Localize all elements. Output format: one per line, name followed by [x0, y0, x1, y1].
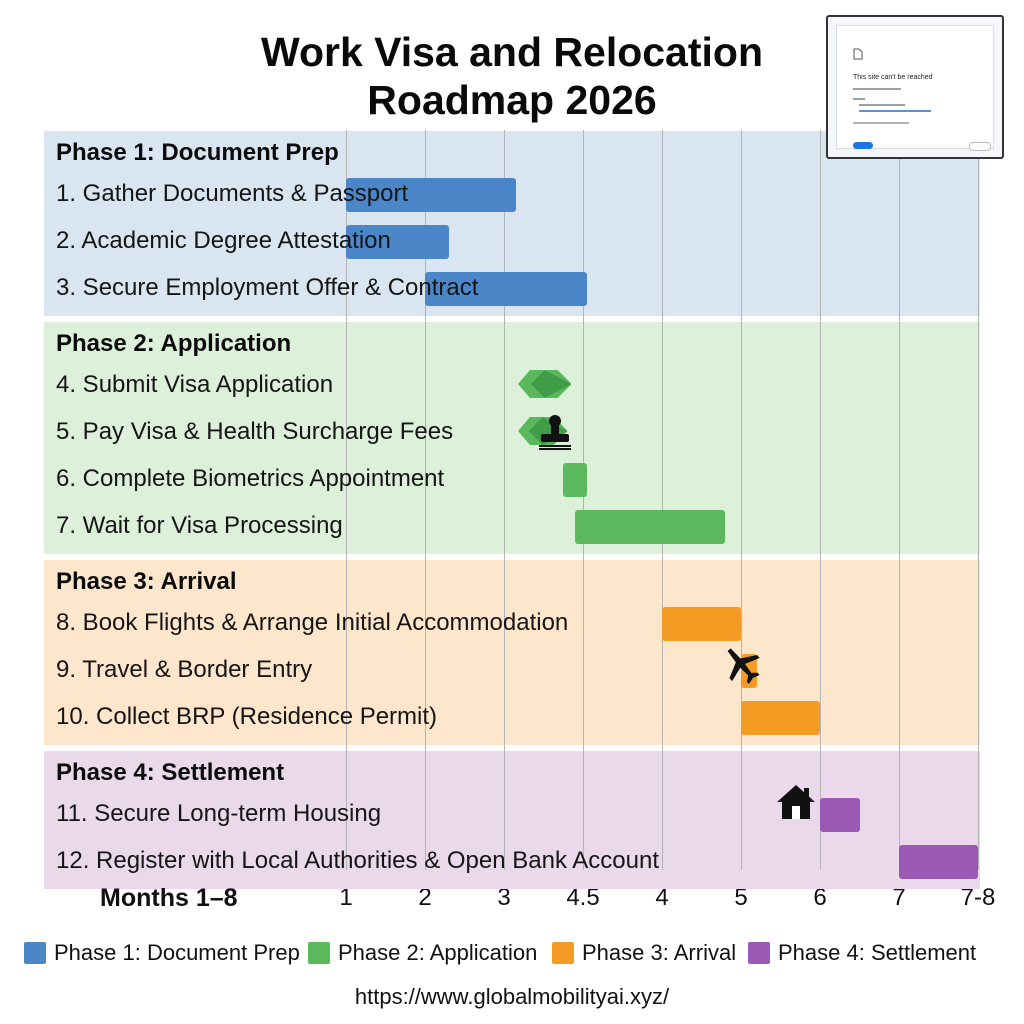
- thumbnail-heading: This site can't be reached: [853, 74, 933, 81]
- x-axis-title: Months 1–8: [100, 884, 238, 912]
- house-icon: [777, 785, 815, 819]
- legend-label: Phase 2: Application: [338, 940, 538, 965]
- legend-label: Phase 1: Document Prep: [54, 940, 300, 965]
- gridline: [346, 130, 347, 870]
- task-label: 12. Register with Local Authorities & Op…: [56, 847, 660, 874]
- details-button[interactable]: [969, 142, 991, 151]
- phase-band: Phase 2: Application: [44, 321, 980, 554]
- legend-item: Phase 3: Arrival: [552, 938, 736, 968]
- reload-button[interactable]: [853, 142, 873, 149]
- task-label: 11. Secure Long-term Housing: [56, 800, 382, 827]
- task-label: 8. Book Flights & Arrange Initial Accomm…: [56, 609, 569, 636]
- gridline: [820, 130, 821, 870]
- airplane-icon: [727, 648, 760, 685]
- task-label: 10. Collect BRP (Residence Permit): [56, 703, 438, 730]
- legend-swatch: [552, 942, 574, 964]
- task-bar[interactable]: [575, 510, 726, 544]
- task-bar[interactable]: [346, 225, 449, 259]
- chart-title: Work Visa and Relocation Roadmap 2026: [260, 29, 763, 123]
- thumbnail-text-line: [853, 98, 865, 100]
- phase-band: Phase 1: Document Prep: [44, 130, 980, 316]
- thumbnail-text-line: [853, 122, 909, 124]
- legend-item: Phase 4: Settlement: [748, 938, 976, 968]
- legend-swatch: [308, 942, 330, 964]
- stamp-icon: [539, 415, 571, 450]
- legend-swatch: [748, 942, 770, 964]
- task-label: 6. Complete Biometrics Appointment: [56, 465, 445, 492]
- legend-item: Phase 1: Document Prep: [24, 938, 300, 968]
- browser-error-thumbnail[interactable]: This site can't be reached: [826, 15, 1004, 159]
- phase-header: Phase 4: Settlement: [56, 759, 285, 786]
- phase-band: Phase 3: Arrival: [44, 559, 980, 745]
- gridline: [978, 130, 979, 870]
- x-tick-label: 4: [655, 884, 669, 911]
- task-label: 9. Travel & Border Entry: [56, 656, 313, 683]
- phase-header: Phase 2: Application: [56, 330, 292, 357]
- phase-header: Phase 3: Arrival: [56, 568, 237, 595]
- gridline: [899, 130, 900, 870]
- x-tick-label: 6: [813, 884, 827, 911]
- gridline: [425, 130, 426, 870]
- task-bar[interactable]: [899, 845, 978, 879]
- legend-swatch: [24, 942, 46, 964]
- task-label: 2. Academic Degree Attestation: [56, 227, 391, 254]
- phase-header: Phase 1: Document Prep: [56, 139, 339, 166]
- task-label: 7. Wait for Visa Processing: [56, 512, 343, 539]
- legend-label: Phase 3: Arrival: [582, 940, 737, 965]
- task-label: 3. Secure Employment Offer & Contract: [56, 274, 479, 301]
- source-url[interactable]: https://www.globalmobilityai.xyz/: [354, 984, 670, 1009]
- task-bar[interactable]: [563, 463, 587, 497]
- x-tick-label: 7: [892, 884, 906, 911]
- thumbnail-text-line: [853, 88, 901, 90]
- gridline: [504, 130, 505, 870]
- thumbnail-text-line: [859, 104, 905, 106]
- x-tick-label: 2: [418, 884, 432, 911]
- x-tick-label: 1: [339, 884, 353, 911]
- task-label: 5. Pay Visa & Health Surcharge Fees: [56, 418, 454, 445]
- task-label: 4. Submit Visa Application: [56, 371, 334, 398]
- thumbnail-link-line: [859, 110, 931, 112]
- task-bar[interactable]: [741, 701, 820, 735]
- task-bar[interactable]: [820, 798, 860, 832]
- gridline: [662, 130, 663, 870]
- task-bar[interactable]: [425, 272, 587, 306]
- gridline: [583, 130, 584, 870]
- x-tick-label: 5: [734, 884, 748, 911]
- x-tick-label: 3: [497, 884, 511, 911]
- broken-page-icon: [853, 48, 863, 60]
- gridline: [741, 130, 742, 870]
- milestone-marker[interactable]: [517, 367, 572, 401]
- task-label: 1. Gather Documents & Passport: [56, 180, 409, 207]
- legend-label: Phase 4: Settlement: [778, 940, 977, 965]
- task-bar[interactable]: [346, 178, 516, 212]
- legend-item: Phase 2: Application: [308, 938, 537, 968]
- task-bar[interactable]: [662, 607, 741, 641]
